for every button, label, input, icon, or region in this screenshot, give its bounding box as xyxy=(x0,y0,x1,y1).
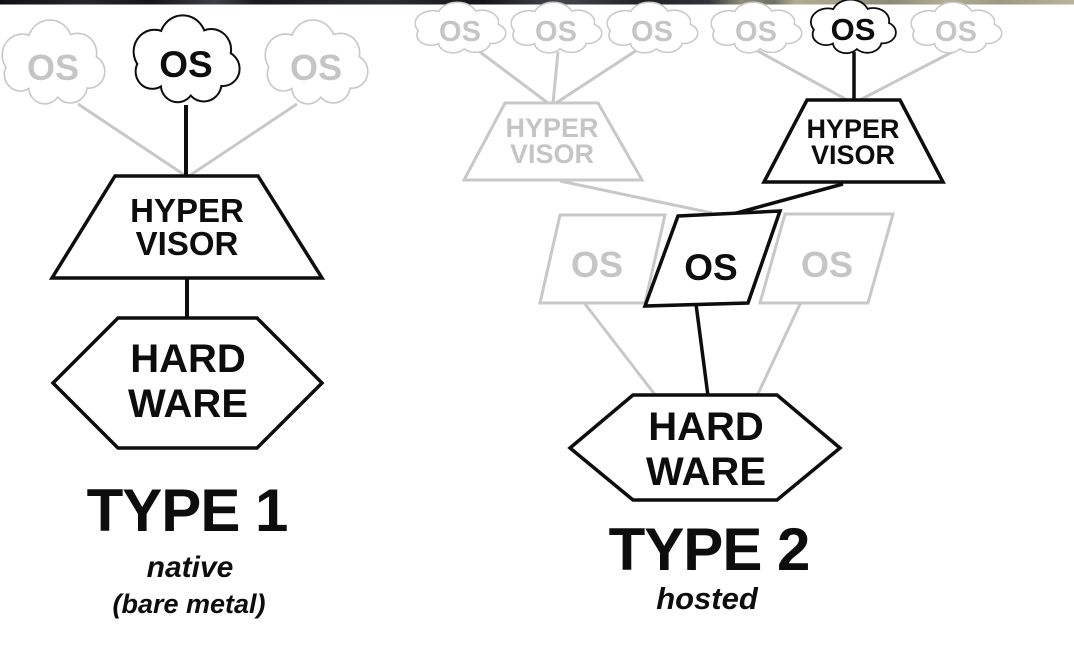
connector-os4-to-hypervisor-active xyxy=(755,48,850,103)
type2-os-cloud-1: OS xyxy=(414,1,507,54)
os-cloud-label: OS xyxy=(735,16,777,48)
type2-diagram: HYPER VISOR HYPER VISOR OS OS OS HARD WA… xyxy=(414,0,1003,616)
type1-os-cloud-1: OS xyxy=(1,19,106,105)
os-cloud-label: OS xyxy=(159,44,212,85)
type2-hardware-label-line2: WARE xyxy=(646,450,766,494)
host-os-active-parallelogram xyxy=(642,209,783,308)
connector-os-right-to-hypervisor xyxy=(188,102,298,178)
cloud-shape xyxy=(28,40,78,92)
cloud-shape xyxy=(713,25,741,45)
type2-os-cloud-active: OS xyxy=(809,0,897,55)
type1-hypervisor-trapezoid xyxy=(48,174,326,280)
type2-hypervisor-active-trapezoid xyxy=(761,98,946,184)
cloud-shape xyxy=(268,58,299,91)
connector-os3-to-hypervisor-inactive xyxy=(555,48,638,105)
cloud-shape xyxy=(913,25,941,45)
type2-hypervisor-active-line1: HYPER xyxy=(806,114,899,144)
os-cloud-label: OS xyxy=(290,47,342,88)
connector-host-os-right-to-hardware xyxy=(755,303,802,397)
type1-diagram: HYPER VISOR HARD WARE TYPE 1 native (bar… xyxy=(1,14,369,619)
type2-os-cloud-3: OS xyxy=(606,1,699,54)
cloud-shape xyxy=(832,13,874,45)
connector-hypervisor-inactive-to-host-os xyxy=(559,179,713,215)
connector-os1-to-hypervisor-inactive xyxy=(479,50,549,105)
connector-host-os-active-to-hardware xyxy=(694,303,710,397)
host-os-right-label: OS xyxy=(801,244,853,285)
connector-hypervisor-active-to-host-os xyxy=(732,182,844,216)
cloud-shape xyxy=(5,58,36,91)
type1-hypervisor-label-line1: HYPER xyxy=(130,192,244,229)
type2-hypervisor-inactive-trapezoid xyxy=(461,101,645,182)
cloud-shape xyxy=(438,14,482,46)
type2-hardware-label-line1: HARD xyxy=(648,405,764,449)
connector-os2-to-hypervisor-inactive xyxy=(551,51,560,104)
type1-hardware-label-line1: HARD xyxy=(130,337,246,381)
type2-os-cloud-2: OS xyxy=(510,1,603,54)
os-cloud-label: OS xyxy=(631,16,673,48)
top-edge-photo-strip xyxy=(0,0,1074,5)
host-os-right-parallelogram xyxy=(758,212,895,305)
connector-os-left-to-hypervisor xyxy=(77,102,187,178)
type1-os-cloud-active: OS xyxy=(132,14,241,104)
type2-os-cloud-4: OS xyxy=(710,1,803,54)
type2-hardware-hexagon xyxy=(567,393,843,502)
type2-hypervisor-inactive-line1: HYPER xyxy=(505,113,598,143)
cloud-shape xyxy=(417,25,445,45)
type1-hardware-hexagon xyxy=(50,316,325,450)
type1-hypervisor-label-line2: VISOR xyxy=(136,225,239,262)
type1-clouds: OS OS OS xyxy=(1,14,369,105)
type1-subtitle2: (bare metal) xyxy=(112,589,265,619)
host-os-left-label: OS xyxy=(571,244,623,285)
type2-hypervisor-active-line2: VISOR xyxy=(811,140,895,170)
type2-clouds: OS OS OS OS OS OS xyxy=(414,0,1003,55)
cloud-shape xyxy=(630,14,674,46)
type2-subtitle: hosted xyxy=(656,581,759,616)
cloud-shape xyxy=(534,14,578,46)
os-cloud-label: OS xyxy=(935,16,977,48)
connector-host-os-left-to-hardware xyxy=(583,303,658,397)
type1-subtitle: native xyxy=(147,551,234,584)
os-cloud-label: OS xyxy=(439,16,481,48)
type1-hardware-label-line2: WARE xyxy=(128,382,248,426)
type2-title: TYPE 2 xyxy=(609,516,810,583)
type2-os-cloud-6: OS xyxy=(910,1,1003,54)
host-os-active-label: OS xyxy=(684,247,737,288)
type2-hypervisor-inactive-line2: VISOR xyxy=(510,139,594,169)
cloud-shape xyxy=(609,25,637,45)
connector-os6-to-hypervisor-active xyxy=(857,48,957,103)
os-cloud-label: OS xyxy=(27,47,79,88)
cloud-shape xyxy=(136,55,169,88)
cloud-shape xyxy=(813,24,839,45)
cloud-shape xyxy=(934,14,978,46)
type1-title: TYPE 1 xyxy=(87,477,288,544)
cloud-shape xyxy=(734,14,778,46)
cloud-shape xyxy=(513,25,541,45)
os-cloud-label: OS xyxy=(831,12,876,47)
type1-os-cloud-3: OS xyxy=(264,19,369,105)
cloud-shape xyxy=(291,40,341,92)
os-cloud-label: OS xyxy=(535,16,577,48)
cloud-shape xyxy=(160,36,212,90)
